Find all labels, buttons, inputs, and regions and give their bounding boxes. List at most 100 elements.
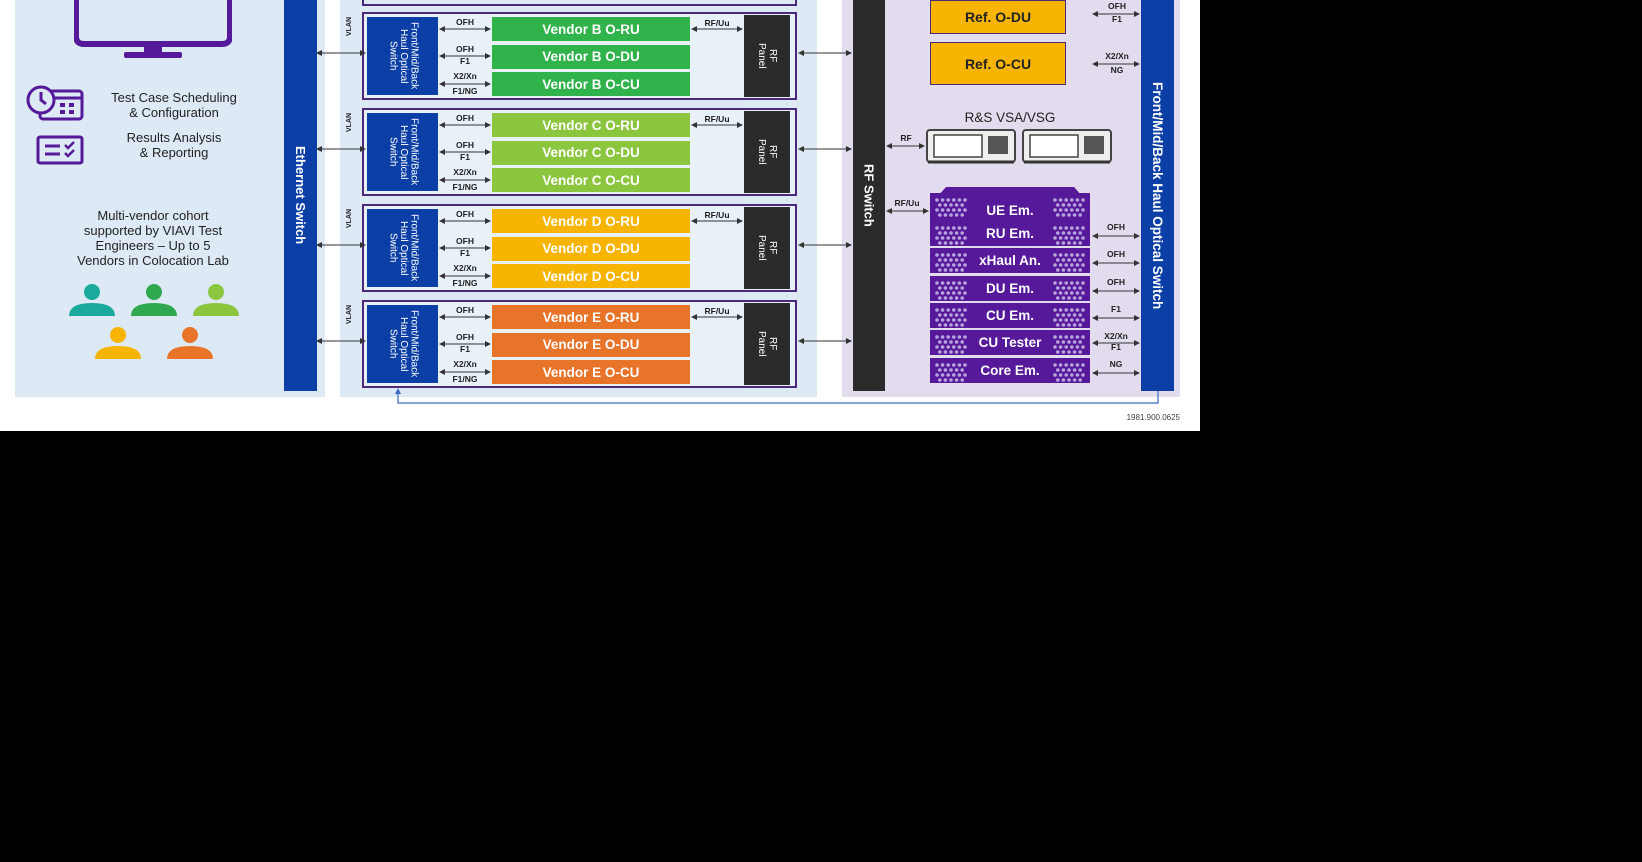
connector-lines [316,11,1159,404]
emulator-label: UE Em. [986,202,1034,218]
cohort-text: Multi-vendor cohort supported by VIAVI T… [77,208,229,268]
rf-panel-label: RF Panel [756,331,778,357]
footer-code: 1981.900.0625 [1126,413,1180,422]
ofh-label: OFH [456,113,474,123]
haul-optical-switch: Front/Mid/Back Haul Optical Switch [1141,0,1174,391]
f1ng-label: F1/NG [452,278,478,288]
rfuu-label: RF/Uu [704,114,730,124]
ref-cu-link-top: X2/Xn [1105,51,1129,61]
ofh-label: OFH [456,17,474,27]
left-panel [15,0,325,397]
rf-panel-vendor-c: RF Panel [744,111,790,193]
emulator-link-label: F1 [1111,342,1121,352]
haul-switch-label: Front/Mid/Back Haul Optical Switch [1150,81,1165,310]
optical-switch-label: Front/Mid/Back Haul Optical Switch [387,310,420,378]
emulator-label: RU Em. [985,226,1034,241]
ref-cu-link-bottom: NG [1110,65,1124,75]
vent-pattern [1053,335,1085,354]
emulator-link-label: F1 [1111,304,1121,314]
f1ng-label: F1/NG [452,182,478,192]
ofh-label: OFH [456,236,474,246]
vendor-c-o-cu: Vendor C O-CU [492,168,690,192]
person-icon [92,326,144,362]
x2xn-label: X2/Xn [453,359,477,369]
checklist-icon [36,135,84,165]
vent-pattern [1053,281,1085,300]
people-group [0,0,330,400]
emulator-du-em: DU Em. [930,276,1090,301]
optical-switch-label: Front/Mid/Back Haul Optical Switch [387,214,420,282]
emulator-xhaul-an: xHaul An. [930,248,1090,273]
rf-panel-vendor-e: RF Panel [744,303,790,385]
vendor-a-rack-edge [362,0,797,6]
rf-switch-label: RF Switch [861,164,877,227]
person-icon [128,283,180,319]
vent-pattern [1053,363,1085,382]
analyzer-instrument-2 [1022,128,1112,164]
vendor-e-o-ru: Vendor E O-RU [492,305,690,329]
optical-switch-vendor-e: Front/Mid/Back Haul Optical Switch [367,305,438,383]
analyzer-instrument-1 [926,128,1016,164]
ofh-label: OFH [456,209,474,219]
emulator-cu-em: CU Em. [930,303,1090,328]
emulator-label: CU Em. [985,308,1034,323]
vendor-d-o-cu: Vendor D O-CU [492,264,690,288]
optical-switch-vendor-c: Front/Mid/Back Haul Optical Switch [367,113,438,191]
vent-pattern [1053,198,1085,217]
vendor-c-o-du: Vendor C O-DU [492,140,690,165]
vendor-e-o-du: Vendor E O-DU [492,332,690,357]
ref-du-link-top: OFH [1108,1,1126,11]
rfuu-label: RF/Uu [704,210,730,220]
vent-pattern [935,198,967,217]
f1-label: F1 [460,56,470,66]
f1ng-label: F1/NG [452,374,478,384]
vent-pattern [935,226,967,245]
schedule-text: Test Case Scheduling & Configuration [111,90,237,120]
emulator-ru-em: RU Em. [930,221,1090,246]
vendor-b-o-cu: Vendor B O-CU [492,72,690,96]
ofh-label: OFH [456,44,474,54]
rf-panel-label: RF Panel [756,235,778,261]
x2xn-label: X2/Xn [453,167,477,177]
emulator-label: DU Em. [985,281,1034,296]
rf-link-label: RF [900,133,912,143]
emulator-label: xHaul An. [979,253,1041,268]
ethernet-switch-label: Ethernet Switch [293,146,308,245]
vendor-d-o-ru: Vendor D O-RU [492,209,690,233]
emulator-core-em: Core Em. [930,358,1090,383]
emulator-link-label: NG [1109,359,1123,369]
monitor-icon [73,0,233,62]
vendor-b-o-du: Vendor B O-DU [492,44,690,69]
vent-pattern [935,253,967,272]
vent-pattern [935,308,967,327]
diagram-canvas: Test Case Scheduling & Configuration Res… [0,0,1200,431]
person-icon [164,326,216,362]
emulator-label: Core Em. [980,363,1040,378]
ref-o-cu: Ref. O-CU [930,42,1066,85]
vsa-title: R&S VSA/VSG [964,110,1056,125]
rf-switch: RF Switch [853,0,885,391]
rfuu-label: RF/Uu [704,18,730,28]
calendar-clock-icon [26,85,84,121]
emulator-stack: UE Em. RU Em. OFH xHaul An. OFH DU Em. OFH CU E… [0,0,1200,431]
vent-pattern [1053,253,1085,272]
emulator-link-label: OFH [1107,222,1125,232]
emulator-ue-em: UE Em. [930,193,1090,221]
rf-panel-vendor-d: RF Panel [744,207,790,289]
rfuu-link-label: RF/Uu [894,198,920,208]
vent-pattern [1053,308,1085,327]
vent-pattern [935,363,967,382]
optical-switch-label: Front/Mid/Back Haul Optical Switch [387,118,420,186]
emulator-link-label: OFH [1107,277,1125,287]
x2xn-label: X2/Xn [453,71,477,81]
person-icon [66,283,118,319]
ofh-label: OFH [456,140,474,150]
f1-label: F1 [460,248,470,258]
vent-pattern [1053,226,1085,245]
vent-pattern [935,281,967,300]
vendor-b-o-ru: Vendor B O-RU [492,17,690,41]
emulator-label: CU Tester [978,335,1042,350]
rf-panel-label: RF Panel [756,139,778,165]
vendor-c-o-ru: Vendor C O-RU [492,113,690,137]
